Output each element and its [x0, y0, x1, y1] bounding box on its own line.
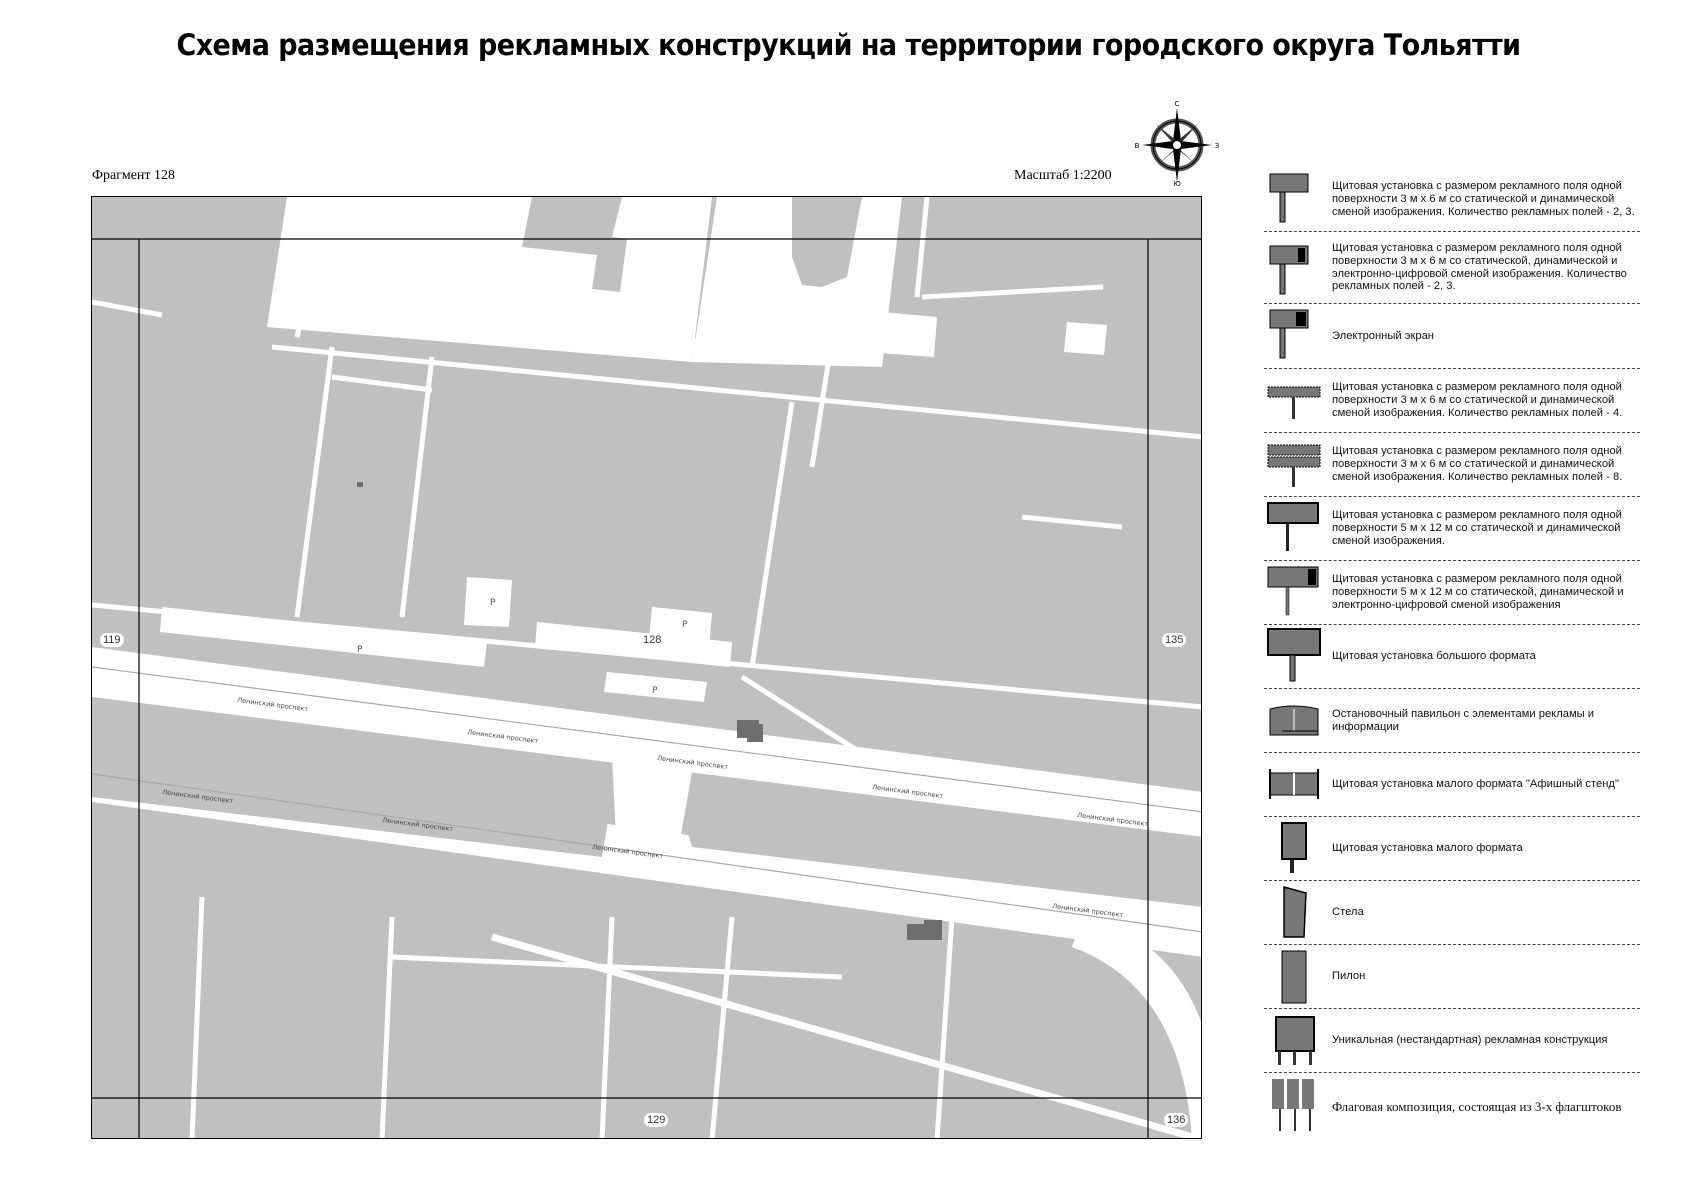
svg-text:В: В — [1135, 142, 1140, 150]
svg-text:С: С — [1175, 100, 1180, 108]
fragment-link-135[interactable]: 135 — [1162, 633, 1187, 647]
legend-item: Щитовая установка с размером рекламного … — [1264, 369, 1640, 433]
billboard-3x6-icon — [1264, 168, 1324, 231]
legend-item: Уникальная (нестандартная) рекламная кон… — [1264, 1009, 1640, 1073]
large-billboard-icon — [1264, 625, 1324, 688]
legend-item: Щитовая установка с размером рекламного … — [1264, 561, 1640, 625]
legend-item: Щитовая установка малого формата — [1264, 817, 1640, 881]
legend-item: Пилон — [1264, 945, 1640, 1009]
scale-label: Масштаб 1:2200 — [1014, 168, 1112, 183]
legend-item: Стела — [1264, 881, 1640, 945]
fragment-link-136[interactable]: 136 — [1164, 1113, 1189, 1127]
legend-item: Остановочный павильон с элементами рекла… — [1264, 689, 1640, 753]
svg-text:P: P — [682, 620, 688, 630]
legend-item: Щитовая установка с размером рекламного … — [1264, 168, 1640, 232]
small-billboard-icon — [1264, 817, 1324, 880]
fragment-label: Фрагмент 128 — [92, 168, 176, 183]
legend-item: Флаговая композиция, состоящая из 3-х фл… — [1264, 1073, 1640, 1139]
svg-text:P: P — [490, 598, 496, 608]
compass-rose-icon: С Ю В З — [1134, 100, 1220, 188]
legend: Щитовая установка с размером рекламного … — [1264, 168, 1640, 1139]
svg-text:З: З — [1215, 142, 1220, 150]
legend-item: Щитовая установка малого формата "Афишны… — [1264, 753, 1640, 817]
billboard-5x12-digital-icon — [1264, 561, 1324, 624]
legend-item: Щитовая установка с размером рекламного … — [1264, 497, 1640, 561]
pylon-icon — [1264, 945, 1324, 1008]
electronic-screen-icon — [1264, 304, 1324, 368]
svg-text:Ю: Ю — [1173, 180, 1181, 186]
billboard-5x12-icon — [1264, 497, 1324, 560]
billboard-4-fields-icon — [1264, 369, 1324, 432]
map-fragment[interactable]: P P P P Ленинский проспект Ленинский про… — [91, 196, 1202, 1139]
legend-item: Щитовая установка с размером рекламного … — [1264, 433, 1640, 497]
svg-text:P: P — [652, 686, 658, 696]
fragment-link-128: 128 — [640, 633, 665, 647]
flag-composition-icon — [1264, 1073, 1324, 1139]
map-canvas: P P P P Ленинский проспект Ленинский про… — [92, 197, 1201, 1138]
fragment-link-119[interactable]: 119 — [100, 633, 124, 647]
stele-icon — [1264, 881, 1324, 944]
billboard-8-fields-icon — [1264, 433, 1324, 496]
legend-item: Щитовая установка с размером рекламного … — [1264, 232, 1640, 304]
fragment-link-129[interactable]: 129 — [644, 1113, 669, 1127]
legend-item: Щитовая установка большого формата — [1264, 625, 1640, 689]
billboard-3x6-digital-icon — [1264, 232, 1324, 303]
bus-stop-pavilion-icon — [1264, 689, 1324, 752]
unique-construction-icon — [1264, 1009, 1324, 1072]
legend-item: Электронный экран — [1264, 304, 1640, 369]
page-title: Схема размещения рекламных конструкций н… — [176, 28, 1521, 62]
poster-stand-icon — [1264, 753, 1324, 816]
svg-text:P: P — [357, 645, 363, 655]
